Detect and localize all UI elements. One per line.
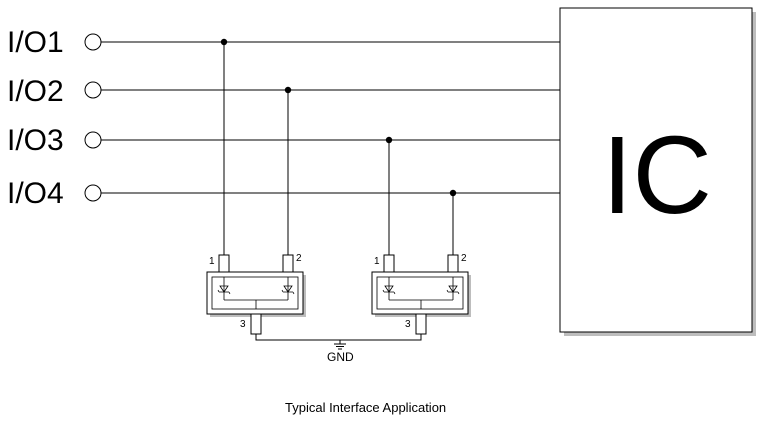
- io2-terminal: [84, 81, 102, 99]
- device2-pin2: [447, 254, 459, 273]
- gnd-label: GND: [327, 350, 354, 364]
- device1-diode-left: [217, 285, 231, 295]
- device1-pin1-num: 1: [209, 256, 215, 267]
- device1-pin2: [282, 254, 294, 273]
- io2-label: I/O2: [7, 75, 64, 108]
- device1-pin3: [250, 313, 262, 335]
- device2-pin1: [383, 254, 395, 273]
- device2-pin1-num: 1: [374, 256, 380, 267]
- io1-terminal: [84, 33, 102, 51]
- io1-label: I/O1: [7, 26, 64, 59]
- io4-terminal: [84, 184, 102, 202]
- device2-pin3: [415, 313, 427, 335]
- tvs-device-2: 1 2 3: [371, 253, 471, 335]
- device1-pin1: [218, 254, 230, 273]
- device2-internal-wiring: [388, 277, 454, 309]
- ground-bus: [255, 334, 422, 341]
- device1-diode-right: [281, 285, 295, 295]
- ic-label: IC: [602, 114, 712, 237]
- io4-label: I/O4: [7, 177, 64, 210]
- ic-block: IC: [559, 7, 756, 336]
- ground-symbol-icon: [334, 340, 346, 350]
- tvs-device-1: 1 2 3: [206, 253, 306, 335]
- io3-label: I/O3: [7, 124, 64, 157]
- device1-internal-wiring: [223, 277, 289, 309]
- device2-pin3-num: 3: [405, 319, 411, 330]
- io3-terminal: [84, 131, 102, 149]
- device1-pin3-num: 3: [240, 319, 246, 330]
- device1-pin2-num: 2: [296, 253, 302, 264]
- device2-diode-left: [382, 285, 396, 295]
- device2-pin2-num: 2: [461, 253, 467, 264]
- device2-diode-right: [446, 285, 460, 295]
- figure-caption: Typical Interface Application: [285, 400, 446, 415]
